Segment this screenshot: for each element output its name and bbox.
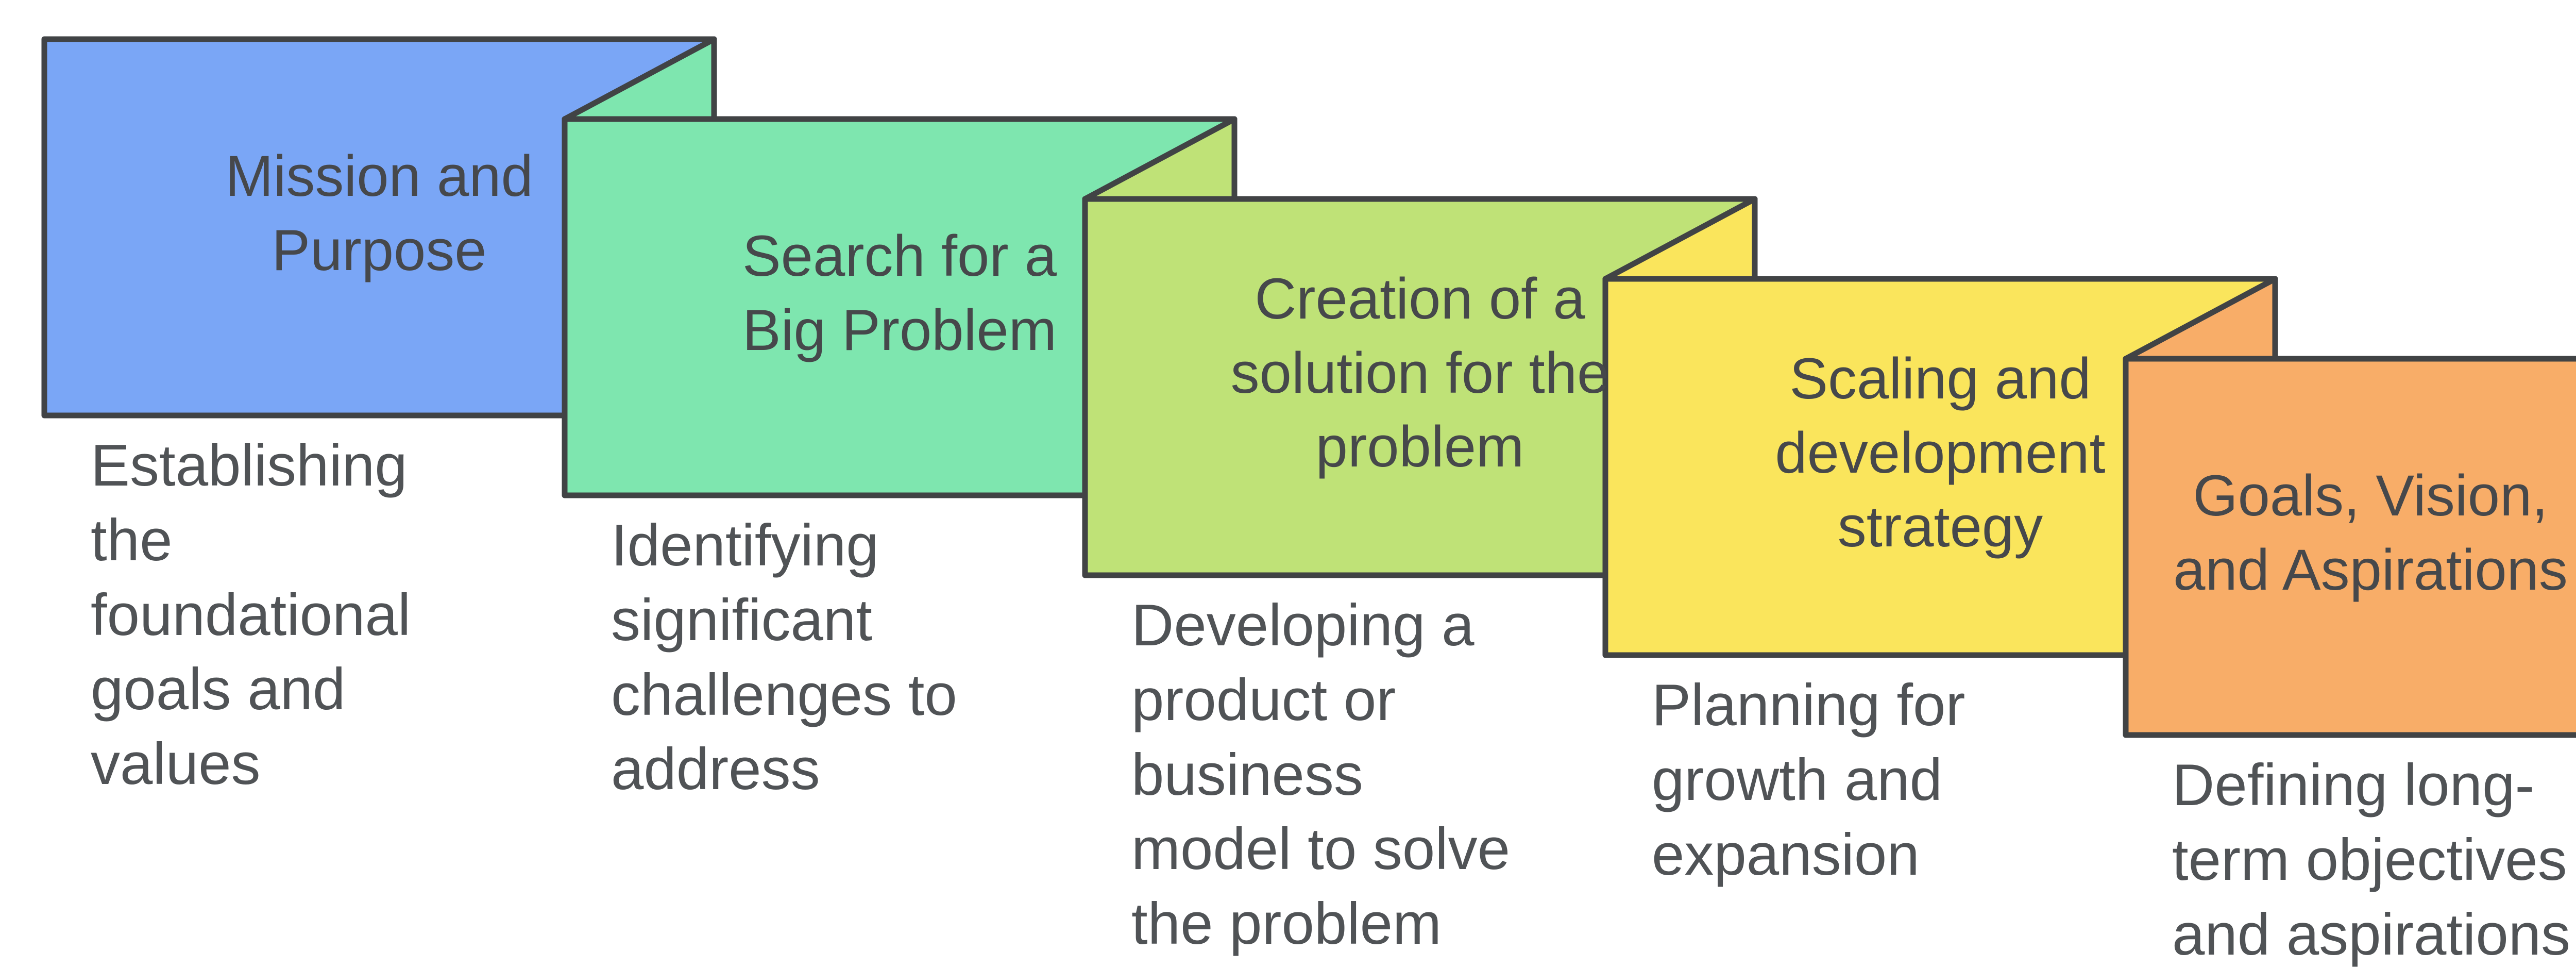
step-5-title: Goals, Vision, and Aspirations	[2173, 463, 2568, 602]
step-3-title: Creation of a solution for the problem	[1230, 266, 1609, 479]
step-5-description: Defining long- term objectives and aspir…	[2172, 753, 2571, 967]
step-3-description: Developing a product or business model t…	[1131, 593, 1511, 957]
step-4-description: Planning for growth and expansion	[1652, 673, 1965, 888]
step-1-title: Mission and Purpose	[225, 144, 533, 282]
step-4-title: Scaling and development strategy	[1775, 346, 2106, 559]
step-5-arrow-shape	[2123, 356, 2576, 738]
step-2-description: Identifying significant challenges to ad…	[611, 513, 957, 803]
step-2-title: Search for a Big Problem	[742, 224, 1057, 362]
step-1-description: Establishing the foundational goals and …	[91, 433, 411, 797]
